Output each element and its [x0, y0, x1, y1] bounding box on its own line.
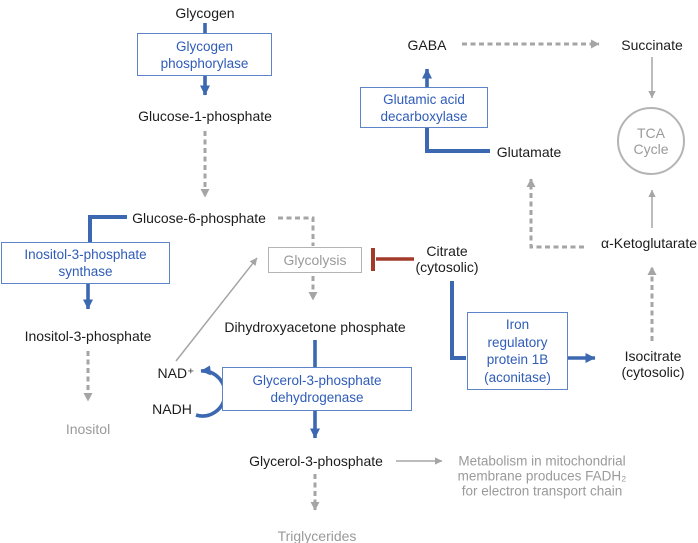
note-line2: membrane produces FADH₂: [457, 468, 627, 484]
enzyme-box-glutamic-acid-decarboxylase: Glutamic acid decarboxylase: [360, 87, 488, 128]
glycogen-phosphorylase-line2: phosphorylase: [160, 55, 249, 71]
inositol-synthase-line2: synthase: [58, 264, 113, 279]
connector-glucose-6-phosphate-to-inositol-synthase: [88, 215, 127, 242]
glycolysis-label: Glycolysis: [283, 251, 347, 268]
note-line3: for electron transport chain: [461, 483, 623, 499]
dashed-arrow-alpha-ketoglutarate-to-glutamate: [526, 178, 584, 249]
iron-regulatory-line1: Iron: [505, 317, 530, 332]
isocitrate-line2: (cytosolic): [621, 364, 685, 380]
arrow-nad-to-glycolysis: [175, 257, 258, 362]
label-glycogen: Glycogen: [175, 5, 235, 21]
label-gaba: GABA: [407, 37, 447, 53]
tca-cycle-line1: TCA: [637, 125, 665, 141]
isocitrate-line1: Isocitrate: [624, 348, 682, 364]
label-triglycerides: Triglycerides: [277, 528, 357, 543]
dashed-connector-g6p-to-glycolysis: [278, 216, 315, 246]
decarboxylase-line2: decarboxylase: [380, 108, 468, 124]
enzyme-box-inositol-3-phosphate-synthase: Inositol-3-phosphate synthase: [1, 242, 170, 284]
iron-regulatory-line4: (aconitase): [484, 369, 551, 385]
label-nad-plus: NAD⁺: [157, 365, 195, 381]
arrow-nadh-to-nad-curved: [195, 365, 227, 418]
label-glutamate: Glutamate: [496, 144, 562, 160]
label-glucose-1-phosphate: Glucose-1-phosphate: [138, 108, 272, 124]
enzyme-box-glycogen-phosphorylase: Glycogen phosphorylase: [137, 33, 272, 76]
enzyme-box-iron-regulatory-protein-1b: Iron regulatory protein 1B (aconitase): [467, 312, 568, 390]
label-glucose-6-phosphate: Glucose-6-phosphate: [132, 210, 266, 226]
note-line1: Metabolism in mitochondrial: [458, 453, 626, 469]
label-citrate-cytosolic: Citrate (cytosolic): [415, 243, 478, 275]
g3p-dehydrogenase-line2: dehydrogenase: [270, 390, 364, 405]
tca-cycle-line2: Cycle: [633, 141, 669, 157]
label-alpha-ketoglutarate: α-Ketoglutarate: [600, 235, 698, 251]
citrate-line1: Citrate: [426, 243, 468, 259]
connector-citrate-to-iron-regulatory-protein: [450, 281, 466, 360]
connector-glutamate-to-decarboxylase: [425, 128, 490, 153]
process-box-glycolysis: Glycolysis: [268, 247, 362, 273]
enzyme-box-glycerol-3-phosphate-dehydrogenase: Glycerol-3-phosphate dehydrogenase: [222, 367, 412, 411]
label-glycerol-3-phosphate: Glycerol-3-phosphate: [249, 453, 383, 469]
label-succinate: Succinate: [621, 37, 683, 53]
iron-regulatory-line2: regulatory: [487, 334, 548, 350]
label-dihydroxyacetone-phosphate: Dihydroxyacetone phosphate: [224, 319, 406, 335]
inositol-synthase-line1: Inositol-3-phosphate: [24, 247, 147, 262]
glycogen-phosphorylase-line1: Glycogen: [175, 38, 234, 54]
label-inositol-3-phosphate: Inositol-3-phosphate: [24, 328, 152, 344]
g3p-dehydrogenase-line1: Glycerol-3-phosphate: [252, 373, 382, 388]
citrate-line2: (cytosolic): [415, 259, 479, 275]
label-inositol: Inositol: [65, 421, 111, 437]
iron-regulatory-line3: protein 1B: [486, 352, 549, 367]
mitochondrial-metabolism-note: Metabolism in mitochondrial membrane pro…: [458, 454, 627, 499]
label-isocitrate-cytosolic: Isocitrate (cytosolic): [621, 348, 684, 380]
label-nadh: NADH: [152, 401, 192, 417]
tca-cycle-circle: TCA Cycle: [617, 107, 685, 175]
decarboxylase-line1: Glutamic acid: [383, 91, 465, 107]
